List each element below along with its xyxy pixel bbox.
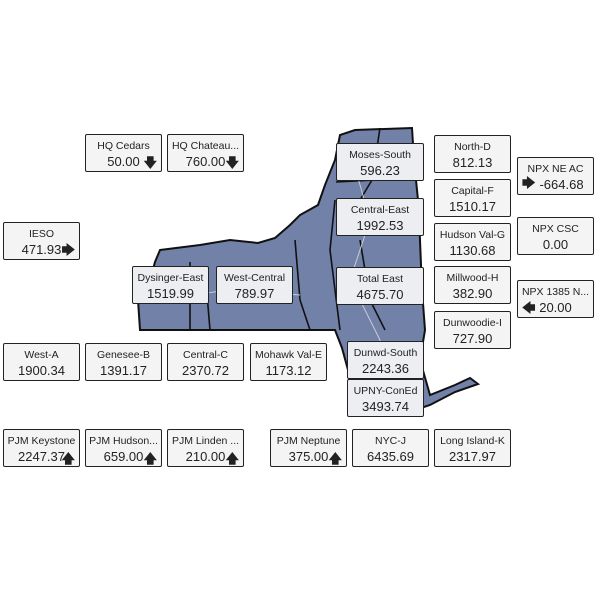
interface-dunwoodie-south[interactable]: Dunwd-South 2243.36 (347, 341, 424, 379)
interface-value: 20.00 (539, 300, 572, 315)
interface-value: 0.00 (542, 237, 569, 252)
interface-value: 596.23 (360, 163, 400, 178)
interface-label: PJM Neptune (276, 435, 341, 447)
zone-label: West-A (24, 349, 59, 361)
interface-label: HQ Cedars (97, 140, 150, 152)
interface-pjm-hudson[interactable]: PJM Hudson... 659.00 🡅 (85, 429, 162, 467)
zone-label: Dunwoodie-I (443, 317, 502, 329)
zone-west-a[interactable]: West-A 1900.34 (3, 343, 80, 381)
interface-label: Total East (356, 273, 404, 285)
zone-label: Genesee-B (96, 349, 151, 361)
interface-hq-chateauguay[interactable]: HQ Chateau... 760.00 🡇 (167, 134, 244, 172)
zone-value: 1173.12 (265, 363, 312, 378)
interface-label: West-Central (223, 272, 286, 284)
arrow-up-icon: 🡅 (143, 451, 157, 466)
zone-value: 1900.34 (18, 363, 65, 378)
zone-value: 812.13 (452, 155, 493, 170)
interface-value: 4675.70 (356, 287, 404, 302)
arrow-up-icon: 🡅 (225, 451, 239, 466)
zone-value: 382.90 (452, 286, 493, 301)
zone-label: NYC-J (375, 435, 406, 447)
interface-label: PJM Linden ... (171, 435, 240, 447)
zone-label: North-D (454, 141, 491, 153)
interface-value: 210.00 (185, 449, 226, 464)
zone-genesee-b[interactable]: Genesee-B 1391.17 (85, 343, 162, 381)
interface-label: Dunwd-South (353, 347, 418, 359)
interface-value: 50.00 (107, 154, 140, 169)
interface-value: -664.68 (539, 177, 584, 192)
zone-label: Millwood-H (446, 272, 499, 284)
interface-value: 2243.36 (362, 361, 409, 376)
zone-label: Hudson Val-G (439, 229, 506, 241)
zone-value: 2317.97 (449, 449, 496, 464)
interface-label: HQ Chateau... (171, 140, 240, 152)
interface-value: 3493.74 (362, 399, 409, 414)
zone-long-island-k[interactable]: Long Island-K 2317.97 (434, 429, 511, 467)
interface-west-central[interactable]: West-Central 789.97 (216, 266, 293, 304)
interface-npx-ne-ac[interactable]: NPX NE AC -664.68 🡆 (517, 157, 594, 195)
zone-capital-f[interactable]: Capital-F 1510.17 (434, 179, 511, 217)
interface-value: 789.97 (234, 286, 275, 301)
interface-pjm-linden[interactable]: PJM Linden ... 210.00 🡅 (167, 429, 244, 467)
zone-millwood-h[interactable]: Millwood-H 382.90 (434, 266, 511, 304)
arrow-up-icon: 🡅 (328, 451, 342, 466)
interface-central-east[interactable]: Central-East 1992.53 (336, 198, 424, 236)
zone-label: Capital-F (451, 185, 494, 197)
zone-value: 1510.17 (449, 199, 496, 214)
interface-label: NPX CSC (532, 223, 579, 235)
interface-ieso[interactable]: IESO 471.93 🡆 (3, 222, 80, 260)
interface-value: 1992.53 (356, 218, 404, 233)
interface-value: 1519.99 (147, 286, 194, 301)
zone-dunwoodie-i[interactable]: Dunwoodie-I 727.90 (434, 311, 511, 349)
interface-hq-cedars[interactable]: HQ Cedars 50.00 🡇 (85, 134, 162, 172)
zone-value: 727.90 (452, 331, 493, 346)
arrow-down-icon: 🡇 (225, 155, 239, 170)
zone-hudson-valley-g[interactable]: Hudson Val-G 1130.68 (434, 223, 511, 261)
zone-label: Long Island-K (440, 435, 505, 447)
interface-label: Dysinger-East (137, 272, 204, 284)
arrow-left-icon: 🡄 (522, 300, 536, 315)
zone-north-d[interactable]: North-D 812.13 (434, 135, 511, 173)
zone-value: 2370.72 (182, 363, 229, 378)
zone-central-c[interactable]: Central-C 2370.72 (167, 343, 244, 381)
interface-npx-1385[interactable]: NPX 1385 N... 20.00 🡄 (517, 280, 594, 318)
zone-nyc-j[interactable]: NYC-J 6435.69 (352, 429, 429, 467)
interface-label: NPX NE AC (527, 163, 584, 175)
interface-value: 760.00 (185, 154, 226, 169)
interface-label: Central-East (350, 204, 410, 216)
zone-value: 1130.68 (449, 243, 496, 258)
zone-label: Mohawk Val-E (255, 349, 322, 361)
arrow-down-icon: 🡇 (143, 155, 157, 170)
interface-pjm-neptune[interactable]: PJM Neptune 375.00 🡅 (270, 429, 347, 467)
interface-pjm-keystone[interactable]: PJM Keystone 2247.37 🡅 (3, 429, 80, 467)
interface-label: Moses-South (349, 149, 411, 161)
zone-value: 1391.17 (100, 363, 147, 378)
interface-value: 471.93 (21, 242, 62, 257)
interface-moses-south[interactable]: Moses-South 596.23 (336, 143, 424, 181)
arrow-up-icon: 🡅 (61, 451, 75, 466)
interface-label: UPNY-ConEd (353, 385, 418, 397)
arrow-right-icon: 🡆 (522, 175, 536, 190)
arrow-right-icon: 🡆 (61, 242, 75, 257)
interface-upny-coned[interactable]: UPNY-ConEd 3493.74 (347, 379, 424, 417)
interface-label: IESO (28, 228, 55, 240)
zone-mohawk-valley-e[interactable]: Mohawk Val-E 1173.12 (250, 343, 327, 381)
interface-value: 2247.37 (18, 449, 65, 464)
interface-label: PJM Hudson... (89, 435, 158, 447)
interface-value: 375.00 (288, 449, 329, 464)
interface-label: PJM Keystone (7, 435, 76, 447)
interface-label: NPX 1385 N... (521, 286, 590, 298)
interface-npx-csc[interactable]: NPX CSC 0.00 (517, 217, 594, 255)
zone-label: Central-C (183, 349, 228, 361)
zone-value: 6435.69 (367, 449, 414, 464)
interface-value: 659.00 (103, 449, 144, 464)
interface-total-east[interactable]: Total East 4675.70 (336, 267, 424, 305)
interface-dysinger-east[interactable]: Dysinger-East 1519.99 (132, 266, 209, 304)
